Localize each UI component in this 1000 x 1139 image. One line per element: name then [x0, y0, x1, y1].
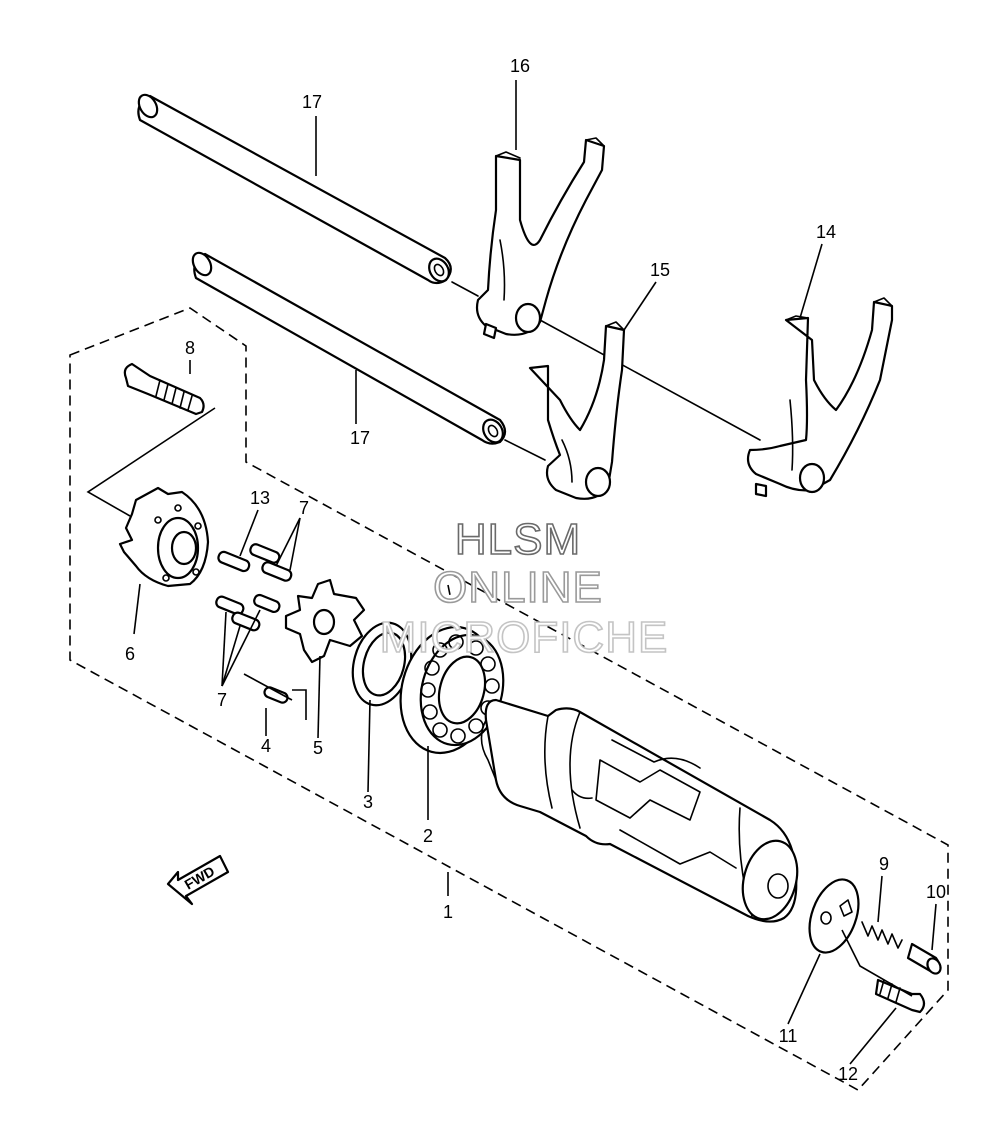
callout-2: 2 — [423, 826, 433, 846]
bearing-2 — [399, 625, 505, 755]
callout-4: 4 — [261, 736, 271, 756]
callout-3: 3 — [363, 792, 373, 812]
assembly-outline — [69, 307, 949, 1092]
shift-fork-14 — [746, 297, 894, 498]
fwd-arrow-icon: FWD — [166, 854, 230, 906]
callout-8: 8 — [185, 338, 195, 358]
callout-14: 14 — [816, 222, 836, 242]
spring-9 — [861, 921, 903, 949]
guide-bar-upper — [137, 93, 452, 285]
plate-11 — [808, 878, 860, 954]
dowel-pins-7 — [215, 543, 293, 632]
watermark: HLSM ONLINE MICROFICHE — [379, 514, 669, 663]
pin-4 — [263, 686, 289, 704]
callout-10: 10 — [926, 882, 946, 902]
callout-7-upper: 7 — [299, 498, 309, 518]
callout-labels: 1 2 3 4 5 6 7 7 8 9 10 11 12 13 14 15 16… — [125, 56, 946, 1084]
leader-lines — [133, 80, 937, 1065]
callout-6: 6 — [125, 644, 135, 664]
shift-cam-drum — [480, 698, 799, 923]
circlip-3 — [351, 621, 413, 707]
callout-12: 12 — [838, 1064, 858, 1084]
pin-10 — [906, 942, 942, 975]
callout-16: 16 — [510, 56, 530, 76]
callout-13: 13 — [250, 488, 270, 508]
callout-1: 1 — [443, 902, 453, 922]
watermark-line-1: HLSM — [455, 515, 581, 564]
callout-11: 11 — [779, 1026, 798, 1046]
stopper-plate-5 — [284, 578, 366, 664]
callout-5: 5 — [313, 738, 323, 758]
callout-9: 9 — [879, 854, 889, 874]
shift-fork-16 — [475, 137, 606, 340]
callout-17-lower: 17 — [350, 428, 370, 448]
screw-8 — [123, 362, 205, 416]
screw-12 — [874, 978, 926, 1014]
watermark-line-2: ONLINE — [433, 563, 603, 612]
guide-bar-lower — [191, 251, 507, 445]
segment-6 — [118, 486, 210, 588]
shift-fork-15 — [528, 321, 626, 500]
callout-15: 15 — [650, 260, 670, 280]
callout-17-upper: 17 — [302, 92, 322, 112]
callout-7-lower: 7 — [217, 690, 227, 710]
watermark-line-3: MICROFICHE — [380, 613, 669, 662]
